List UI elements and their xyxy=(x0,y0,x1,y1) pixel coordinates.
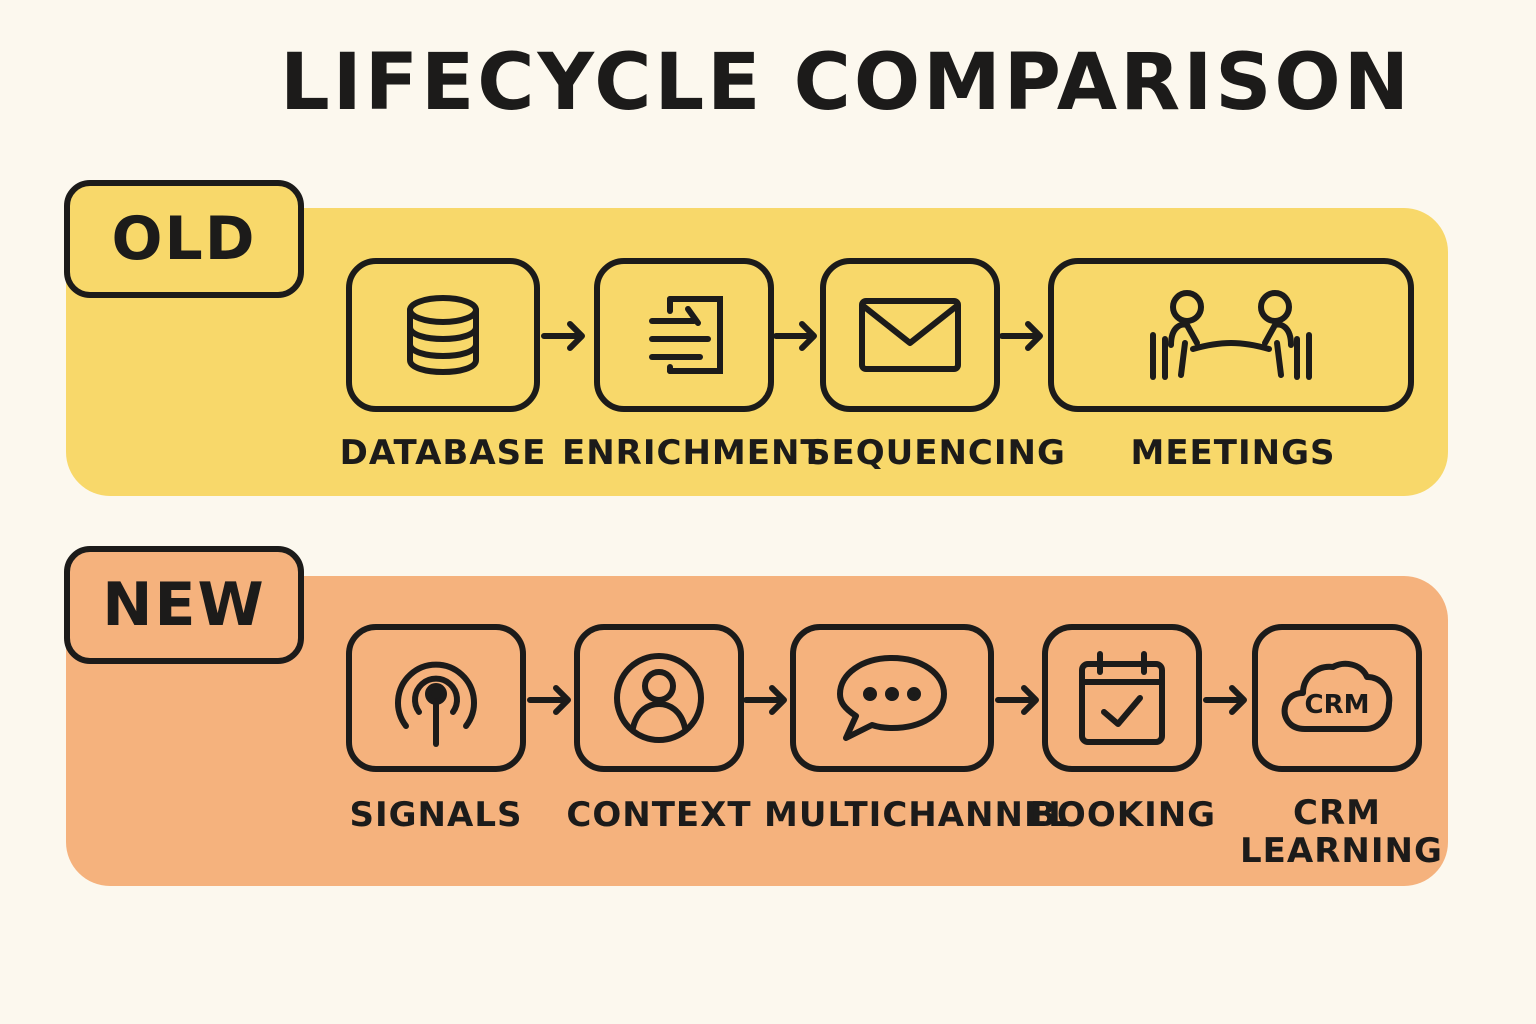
step-box-booking xyxy=(1042,624,1202,772)
arrow-right-icon xyxy=(773,321,817,351)
envelope-icon xyxy=(856,295,964,375)
chat-bubble-icon xyxy=(832,650,952,746)
arrow-right-icon xyxy=(1203,685,1247,715)
step-box-context xyxy=(574,624,744,772)
calendar-check-icon xyxy=(1074,648,1170,748)
step-label-multichannel: MULTICHANNEL xyxy=(764,795,1071,835)
step-label-signals: SIGNALS xyxy=(349,795,523,835)
arrow-right-icon xyxy=(999,321,1043,351)
step-label-sequencing: SEQUENCING xyxy=(806,433,1066,473)
arrow-right-icon xyxy=(527,685,571,715)
step-box-database xyxy=(346,258,540,412)
step-box-multichannel xyxy=(790,624,994,772)
step-box-signals xyxy=(346,624,526,772)
step-label-booking: BOOKING xyxy=(1030,795,1217,835)
database-icon xyxy=(398,290,488,380)
old-badge: OLD xyxy=(64,180,304,298)
step-box-enrichment xyxy=(594,258,774,412)
svg-text:CRM: CRM xyxy=(1305,690,1370,720)
arrow-right-icon xyxy=(541,321,585,351)
people-at-table-icon xyxy=(1141,285,1321,385)
crm-cloud-icon: CRM xyxy=(1277,653,1397,743)
step-label-database: DATABASE xyxy=(339,433,547,473)
broadcast-signal-icon xyxy=(381,648,491,748)
step-box-sequencing xyxy=(820,258,1000,412)
user-circle-icon xyxy=(609,648,709,748)
arrow-right-icon xyxy=(995,685,1039,715)
page-title: LIFECYCLE COMPARISON xyxy=(280,38,1413,128)
new-badge: NEW xyxy=(64,546,304,664)
document-list-icon xyxy=(636,287,732,383)
arrow-right-icon xyxy=(743,685,787,715)
step-label-context: CONTEXT xyxy=(566,795,752,835)
step-label-meetings: MEETINGS xyxy=(1130,433,1336,473)
step-box-meetings xyxy=(1048,258,1414,412)
step-box-crm: CRM xyxy=(1252,624,1422,772)
step-label-crm-learning: CRM LEARNING xyxy=(1240,793,1443,871)
step-label-enrichment: ENRICHMENT xyxy=(562,433,825,473)
